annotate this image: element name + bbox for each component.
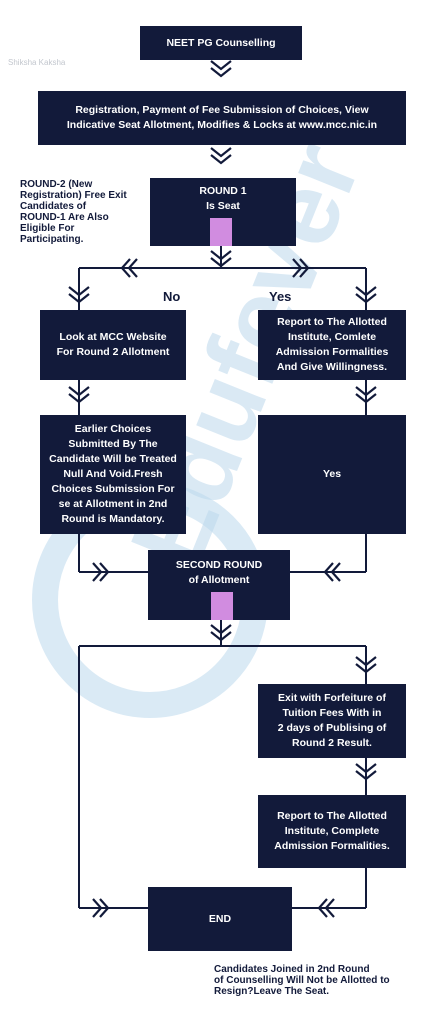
report-complete-box: Report to The Allotted Institute, Comple…	[258, 795, 406, 868]
end-box: END	[148, 887, 292, 951]
yes-label: Yes	[269, 289, 292, 304]
second-round-label: SECOND ROUND of Allotment	[175, 559, 263, 586]
second-round-decision-marker	[211, 592, 233, 620]
neet-pg-counselling-box: NEET PG Counselling	[140, 26, 302, 60]
no-label: No	[163, 289, 181, 304]
registration-box: Registration, Payment of Fee Submission …	[38, 91, 406, 145]
report-allotted-box: Report to The Allotted Institute, Comlet…	[258, 310, 406, 380]
round1-decision-marker	[210, 218, 232, 246]
look-mcc-box: Look at MCC Website For Round 2 Allotmen…	[40, 310, 186, 380]
round2-note: ROUND-2 (New Registration) Free Exit Can…	[20, 179, 127, 245]
exit-forfeiture-box: Exit with Forfeiture of Tuition Fees Wit…	[258, 684, 406, 758]
round1-label: ROUND 1 Is Seat	[199, 185, 247, 212]
watermark-text: Shiksha Kaksha	[8, 58, 66, 67]
yes-result-box: Yes	[258, 415, 406, 534]
bottom-note: Candidates Joined in 2nd Round of Counse…	[214, 964, 390, 997]
earlier-choices-box: Earlier Choices Submitted By The Candida…	[40, 415, 186, 534]
